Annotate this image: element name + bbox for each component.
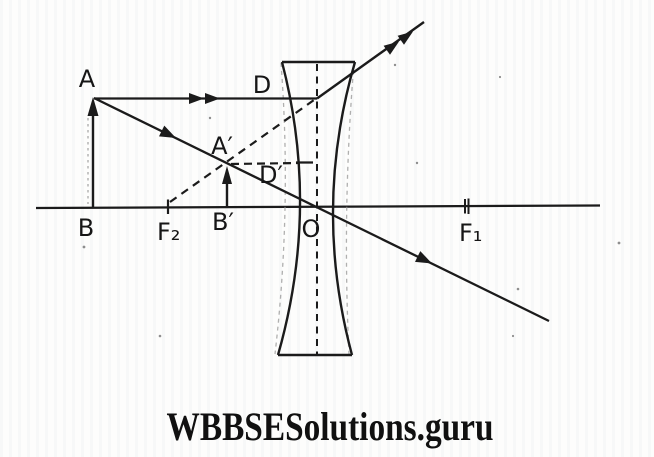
label-image-base: B′ bbox=[212, 208, 234, 236]
lens-right-ghost-curve bbox=[345, 62, 355, 355]
focus-right-tick bbox=[464, 198, 470, 214]
scan-specks bbox=[82, 63, 621, 338]
lens-left-ghost-curve bbox=[274, 62, 286, 355]
lens-right-surface bbox=[331, 61, 357, 356]
label-object-base: B bbox=[78, 214, 94, 242]
virtual-extension-dashed bbox=[169, 99, 315, 203]
label-lens-incidence-point: D bbox=[253, 71, 271, 99]
label-image-level-point: D′ bbox=[259, 161, 283, 189]
object-arrow-head bbox=[87, 97, 99, 116]
watermark-text: WBBSESolutions.guru bbox=[167, 404, 494, 449]
label-focus-left: F₂ bbox=[157, 218, 180, 246]
image-arrow-head bbox=[222, 166, 232, 184]
label-image-top: A′ bbox=[211, 132, 233, 160]
lens-left-surface bbox=[276, 61, 302, 356]
label-optical-center: O bbox=[302, 215, 321, 243]
incident-ray-arrowhead-2 bbox=[205, 93, 220, 104]
central-ray-arrowhead-2 bbox=[415, 251, 432, 264]
label-object-top: A bbox=[79, 65, 96, 93]
incident-ray-arrowhead-1 bbox=[189, 93, 204, 104]
refracted-ray-arrowhead-1 bbox=[383, 41, 399, 55]
refracted-ray-arrowhead-2 bbox=[397, 31, 413, 45]
image-height-dashed bbox=[230, 161, 300, 166]
label-focus-right: F₁ bbox=[459, 219, 482, 247]
central-ray-arrowhead-1 bbox=[159, 125, 176, 138]
lens-body bbox=[274, 60, 357, 357]
